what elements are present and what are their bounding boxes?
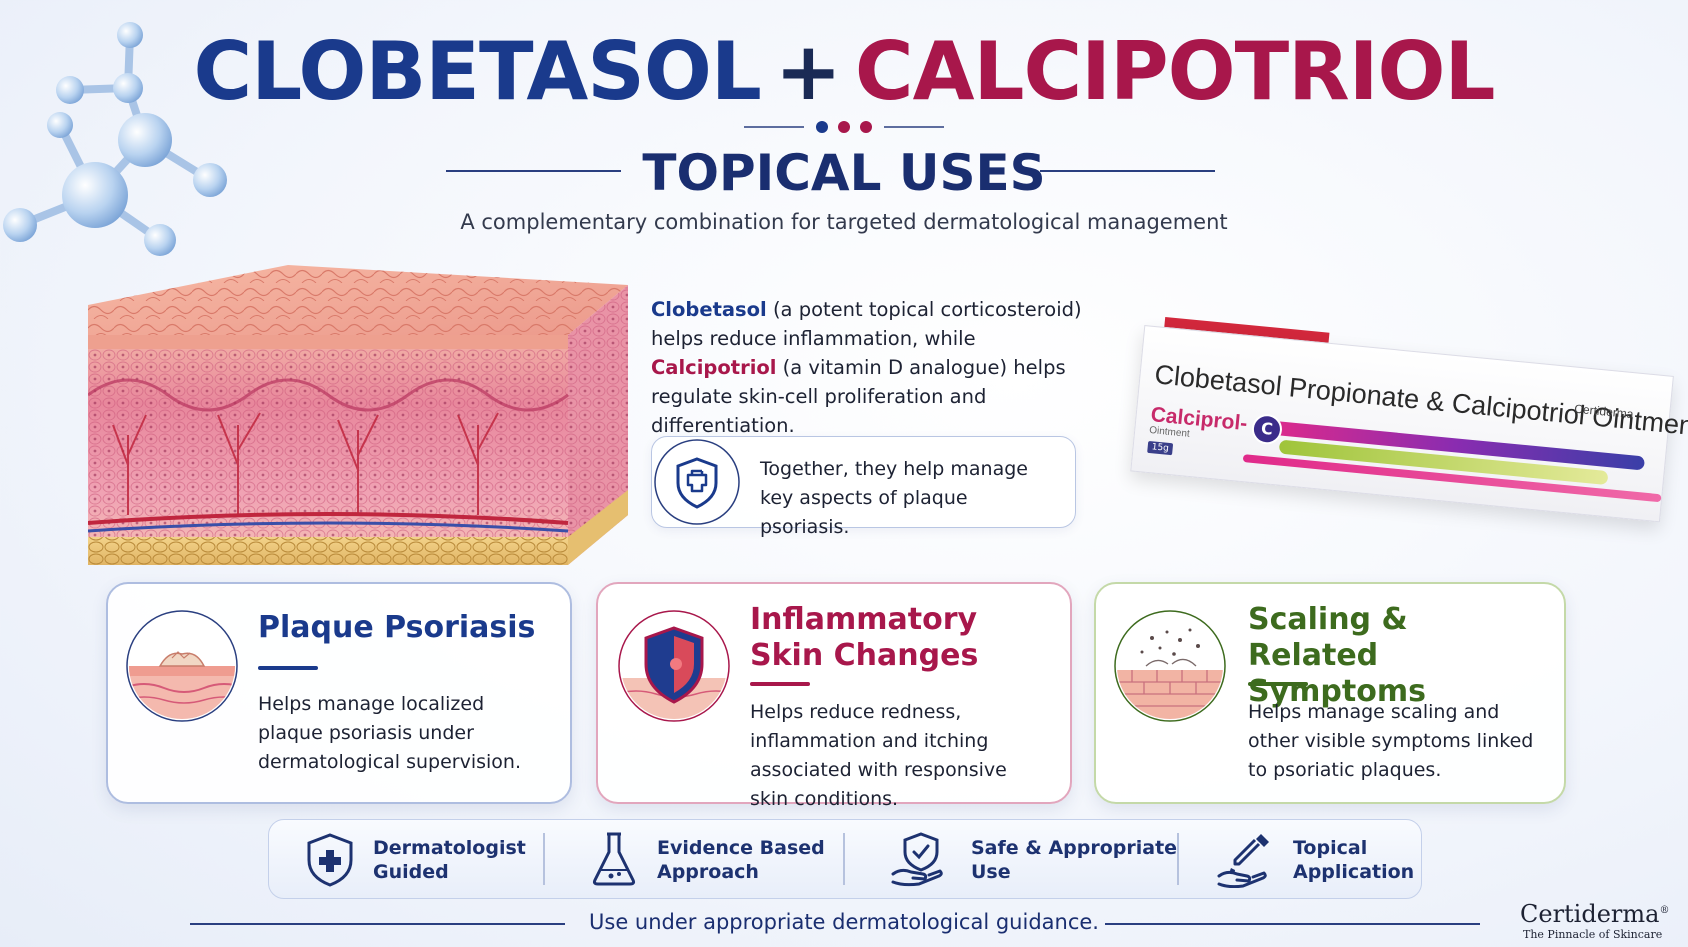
subtitle-line-right [1040, 170, 1215, 172]
page-subtitle: TOPICAL USES [642, 144, 1046, 202]
brand-tagline: The Pinnacle of Skincare [1523, 928, 1663, 941]
title-plus: + [774, 25, 842, 118]
feature-dermatologist-guided: Dermatologist Guided [373, 836, 526, 884]
brand-logo: Certiderma® [1520, 900, 1669, 928]
card-title-line1: Inflammatory [750, 602, 978, 637]
brand-name: Certiderma [1520, 900, 1660, 928]
card-scaling-symptoms: Scaling & Related Symptoms Helps manage … [1094, 582, 1566, 804]
card-rule [750, 682, 810, 686]
feature-line1: Evidence Based [657, 837, 825, 859]
term-calcipotriol: Calcipotriol [651, 356, 777, 379]
mechanism-description: Clobetasol (a potent topical corticoster… [651, 295, 1101, 440]
card-plaque-psoriasis: Plaque Psoriasis Helps manage localized … [106, 582, 572, 804]
feature-line2: Approach [657, 861, 759, 883]
card-title-line1: Scaling & [1248, 602, 1408, 637]
card-title-line2: Skin Changes [750, 638, 979, 673]
footer-note: Use under appropriate dermatological gui… [589, 910, 1099, 934]
card-title: Plaque Psoriasis [258, 610, 536, 645]
card-rule [1248, 682, 1308, 686]
title-clobetasol: CLOBETASOL [193, 25, 761, 118]
product-box-front: Clobetasol Propionate & Calcipotriol Oin… [1130, 324, 1688, 523]
term-clobetasol: Clobetasol [651, 298, 767, 321]
hand-shield-icon [891, 832, 943, 887]
feature-divider [543, 833, 545, 885]
feature-divider [843, 833, 845, 885]
card-title-line2: Related Symptoms [1248, 638, 1426, 709]
dropper-hand-icon [1217, 834, 1269, 888]
page-tagline: A complementary combination for targeted… [460, 210, 1228, 234]
feature-strip: Dermatologist Guided Evidence Based Appr… [268, 819, 1422, 899]
feature-evidence-based: Evidence Based Approach [657, 836, 825, 884]
title-divider-dots [744, 121, 944, 133]
shield-cross-icon [654, 439, 740, 525]
together-callout: Together, they help manage key aspects o… [651, 436, 1076, 538]
description-part2: (a vitamin D analogue) helps regulate sk… [651, 356, 1066, 437]
card-text: Helps reduce redness, inflammation and i… [750, 701, 1007, 810]
scaling-skin-icon [1114, 610, 1226, 722]
footer-line-left [190, 923, 565, 925]
brand-registered-mark: ® [1659, 905, 1670, 916]
page-title: CLOBETASOL+CALCIPOTRIOL [0, 22, 1688, 122]
subtitle-line-left [446, 170, 621, 172]
card-title: Inflammatory Skin Changes [750, 602, 978, 674]
feature-divider [1177, 833, 1179, 885]
shield-cross-icon [307, 833, 353, 887]
feature-line2: Use [971, 861, 1011, 883]
card-text: Helps manage localized plaque psoriasis … [258, 693, 522, 773]
description-part1: (a potent topical corticosteroid) helps … [651, 298, 1082, 350]
footer-line-right [1105, 923, 1480, 925]
feature-topical-application: Topical Application [1293, 836, 1414, 884]
together-text: Together, they help manage key aspects o… [760, 458, 1028, 538]
inflamed-skin-shield-icon [618, 610, 730, 722]
card-rule [258, 666, 318, 670]
card-title: Scaling & Related Symptoms [1248, 602, 1564, 710]
flask-icon [592, 832, 636, 886]
feature-line1: Topical [1293, 837, 1368, 859]
card-text: Helps manage scaling and other visible s… [1248, 701, 1534, 781]
molecule-icon [3, 22, 227, 256]
product-quantity: 15g [1147, 440, 1174, 456]
product-brand-mark: C [1250, 412, 1284, 446]
feature-line1: Dermatologist [373, 837, 526, 859]
skin-layers-illustration [88, 265, 628, 565]
card-inflammatory-skin-changes: Inflammatory Skin Changes Helps reduce r… [596, 582, 1072, 810]
feature-line1: Safe & Appropriate [971, 837, 1178, 859]
feature-line2: Application [1293, 861, 1415, 883]
feature-line2: Guided [373, 861, 449, 883]
psoriasis-skin-icon [126, 610, 238, 722]
product-box: Clobetasol Propionate & Calcipotriol Oin… [1125, 316, 1688, 540]
feature-safe-appropriate-use: Safe & Appropriate Use [971, 836, 1177, 884]
title-calcipotriol: CALCIPOTRIOL [854, 25, 1496, 118]
